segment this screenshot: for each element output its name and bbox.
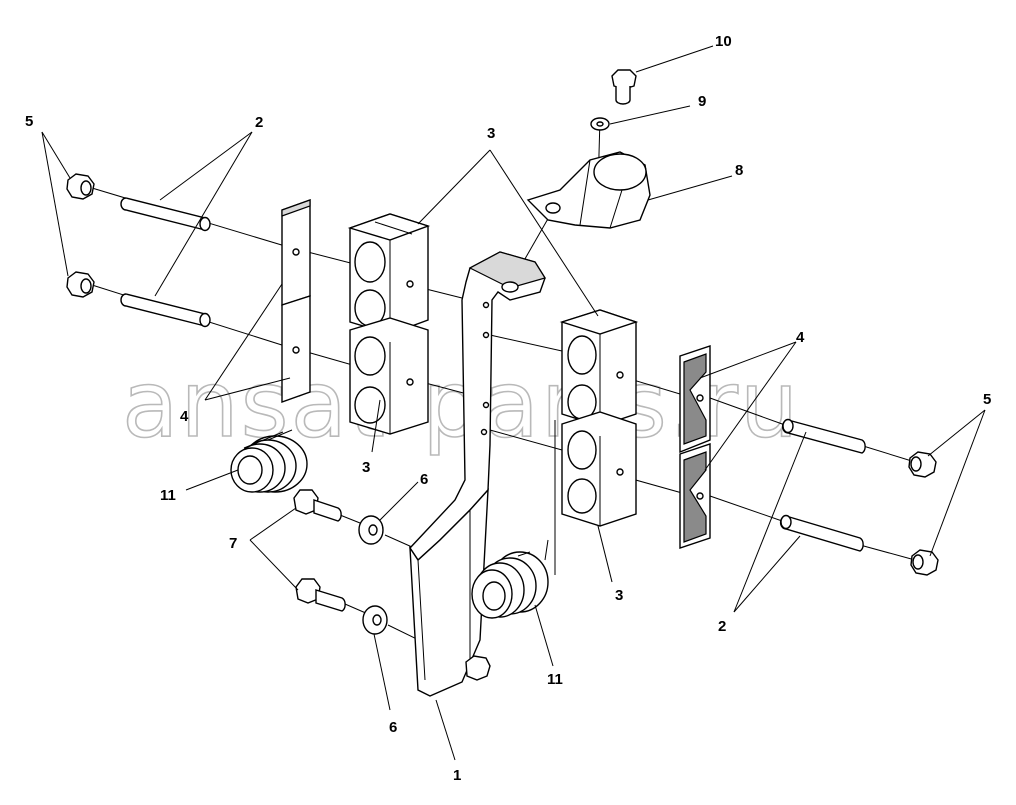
spring-center xyxy=(471,539,549,619)
plate-left-top xyxy=(281,199,311,306)
callout-2-left: 2 xyxy=(255,114,263,131)
leader-lines xyxy=(41,45,986,761)
plate-right-top xyxy=(679,345,711,454)
pin-right-top xyxy=(781,418,866,454)
callout-5-left: 5 xyxy=(25,113,33,130)
callout-3-left: 3 xyxy=(362,459,370,476)
callout-4-right: 4 xyxy=(796,329,805,346)
callout-3-right: 3 xyxy=(615,587,623,604)
callout-8: 8 xyxy=(735,162,743,179)
nut-right-bottom xyxy=(910,549,939,576)
spring-left xyxy=(230,429,308,493)
callout-11-left: 11 xyxy=(160,487,176,504)
small-bolt xyxy=(611,69,637,105)
bolt-top xyxy=(293,489,342,522)
pin-right-bottom xyxy=(779,514,864,552)
washer-top xyxy=(358,515,384,545)
clamp-block-left xyxy=(347,213,431,435)
pin-left-bottom xyxy=(120,293,211,328)
nut-right-top xyxy=(908,451,937,478)
plate-left-bottom xyxy=(281,295,311,403)
callout-3-top: 3 xyxy=(487,125,495,142)
plate-right-bottom xyxy=(679,443,711,549)
callout-6-top: 6 xyxy=(420,471,428,488)
pin-left-top xyxy=(120,197,211,232)
callout-9: 9 xyxy=(698,93,706,110)
bolt-bottom xyxy=(295,578,346,612)
washer-bottom xyxy=(362,605,388,635)
nut-left-bottom xyxy=(66,271,95,298)
callout-1: 1 xyxy=(453,767,461,784)
callout-10: 10 xyxy=(715,33,732,50)
nut-left-top xyxy=(66,173,95,200)
small-washer xyxy=(590,117,610,131)
callout-2-right: 2 xyxy=(718,618,726,635)
callout-7: 7 xyxy=(229,535,237,552)
callout-6-bottom: 6 xyxy=(389,719,397,736)
pipe-clamp xyxy=(526,151,651,229)
callout-4-left: 4 xyxy=(180,408,189,425)
lever-bracket xyxy=(409,251,546,697)
callout-11-center: 11 xyxy=(547,671,563,688)
clamp-block-right xyxy=(559,309,639,527)
callouts: 5 2 3 10 9 8 4 3 4 5 11 6 7 3 2 11 6 1 xyxy=(25,33,991,784)
callout-5-right: 5 xyxy=(983,391,991,408)
